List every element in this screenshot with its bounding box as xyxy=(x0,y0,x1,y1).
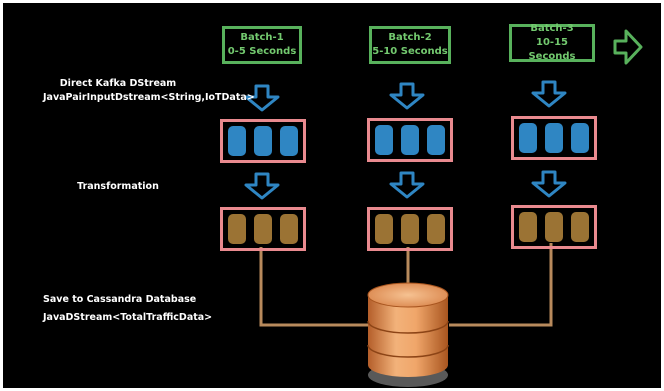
batch-2-box: Batch-2 5-10 Seconds xyxy=(369,26,451,64)
partition xyxy=(426,124,446,156)
partition xyxy=(400,124,420,156)
partition xyxy=(253,213,273,245)
partition xyxy=(570,122,590,154)
down-arrow-icon xyxy=(531,80,567,108)
down-arrow-icon xyxy=(389,82,425,110)
transformed-rdd-batch-1 xyxy=(220,207,306,251)
batch-1-range: 0-5 Seconds xyxy=(227,46,297,57)
down-arrow-icon xyxy=(389,171,425,199)
diagram-graphics xyxy=(244,29,643,387)
connector-batch-1 xyxy=(259,247,371,327)
partition xyxy=(518,211,538,243)
partition xyxy=(544,211,564,243)
connector-lines xyxy=(259,243,553,327)
partition xyxy=(227,125,247,157)
batch-2-title: Batch-2 xyxy=(388,32,432,43)
input-rdd-batch-3 xyxy=(511,116,597,160)
save-label: Save to Cassandra Database JavaDStream<T… xyxy=(43,293,213,325)
batch-1-box: Batch-1 0-5 Seconds xyxy=(222,26,302,64)
batch-3-box: Batch-3 10-15 Seconds xyxy=(509,23,595,62)
transformation-label: Transformation xyxy=(77,181,159,192)
partition xyxy=(570,211,590,243)
transformed-rdd-batch-3 xyxy=(511,205,597,249)
input-rdd-batch-1 xyxy=(220,119,306,163)
partition xyxy=(374,213,394,245)
stream-label-title: Direct Kafka DStream xyxy=(59,78,177,89)
batch-1-title: Batch-1 xyxy=(240,32,284,43)
down-arrow-icon xyxy=(244,84,280,112)
batch-3-range: 10-15 Seconds xyxy=(528,37,576,62)
save-label-title: Save to Cassandra Database xyxy=(43,294,197,305)
right-arrow-icon xyxy=(613,29,643,65)
diagram-canvas: Batch-1 0-5 Seconds Batch-2 5-10 Seconds… xyxy=(3,3,661,388)
partition xyxy=(518,122,538,154)
stream-label-type: JavaPairInputDstream<String,IoTData> xyxy=(43,92,255,103)
partition xyxy=(279,213,299,245)
partition xyxy=(279,125,299,157)
partition xyxy=(426,213,446,245)
partition xyxy=(227,213,247,245)
batch-3-title: Batch-3 xyxy=(530,23,574,34)
input-rdd-batch-2 xyxy=(367,118,453,162)
database-icon xyxy=(367,282,449,387)
down-arrow-icon xyxy=(244,172,280,200)
save-label-type: JavaDStream<TotalTrafficData> xyxy=(43,312,213,323)
batch-2-range: 5-10 Seconds xyxy=(372,46,448,57)
partition xyxy=(544,122,564,154)
down-arrow-icon xyxy=(531,170,567,198)
stream-label: Direct Kafka DStream JavaPairInputDstrea… xyxy=(43,77,255,105)
connector-batch-3 xyxy=(449,243,553,327)
partition xyxy=(253,125,273,157)
partition xyxy=(400,213,420,245)
partition xyxy=(374,124,394,156)
transformed-rdd-batch-2 xyxy=(367,207,453,251)
